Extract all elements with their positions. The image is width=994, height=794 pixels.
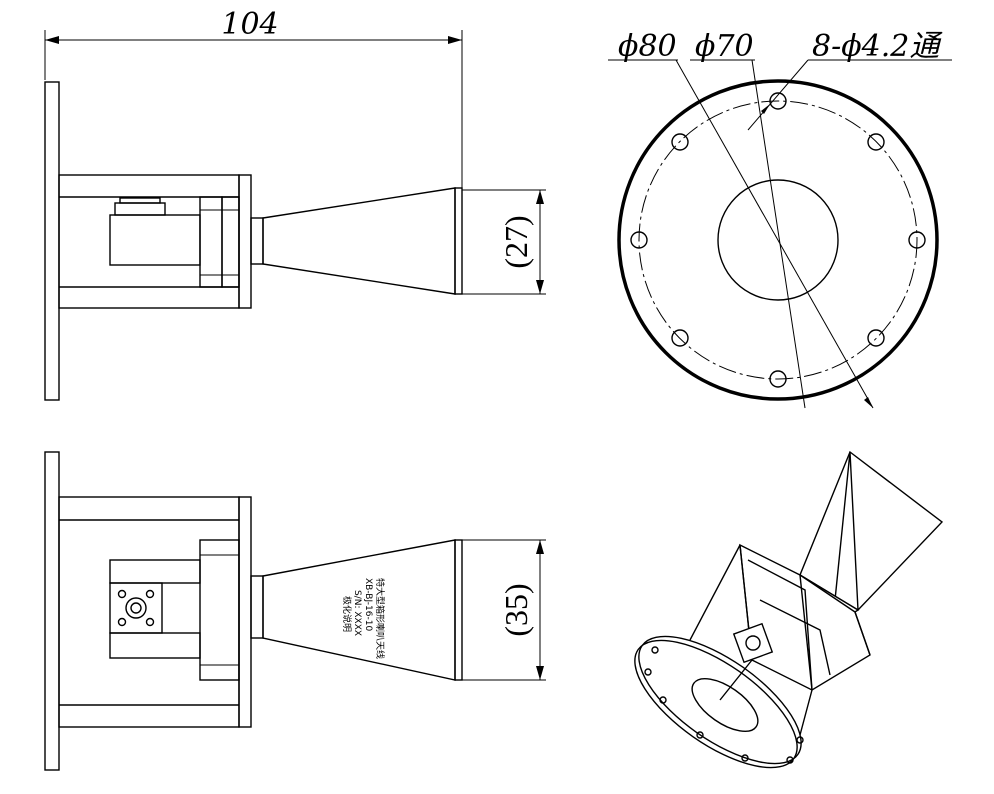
bolt-hole [671,329,689,347]
sma-connector [109,559,201,659]
bolt-hole [769,370,787,388]
dim-holes: 8-ϕ4.2通 [812,29,943,64]
bolt-hole [867,329,885,347]
center-bore [717,179,839,301]
isometric-view [634,450,944,769]
bolt-hole [908,231,926,249]
bolt-hole [630,231,648,249]
flange-outline [617,79,939,401]
label-line-1: 特大型箱形喇叭天线 [374,578,386,659]
bolt-hole [769,92,787,110]
dim-aperture-e: (27) [462,189,546,295]
dim-aperture-h-value: (35) [498,583,534,636]
label-line-4: 极化说明 [341,596,353,632]
dim-overall-length-value: 104 [221,7,278,42]
label-line-3: S/N: XXXX [352,590,362,636]
dim-aperture-e-value: (27) [498,215,534,268]
horn-e-plane [262,187,456,295]
front-view-flange: ϕ80 ϕ70 8-ϕ4.2通 [608,29,952,409]
side-view-bottom: 特大型箱形喇叭天线 XB-BJ-16-10 S/N: XXXX 极化说明 (35… [44,451,546,771]
dim-flange-od: ϕ80 [618,29,677,64]
dim-bolt-circle: ϕ70 [695,29,754,64]
bolt-holes [630,92,926,388]
flange-plate-2 [44,451,60,771]
bolt-circle [638,100,918,380]
housing-2 [58,496,240,728]
dim-overall-length: 104 [44,7,463,188]
iso-horn [799,450,944,611]
bolt-hole [671,133,689,151]
side-view-top: 104 (27) [44,7,546,401]
housing [58,174,240,309]
label-line-2: XB-BJ-16-10 [363,578,373,631]
connector-body [109,214,201,266]
dim-aperture-h: (35) [462,539,546,681]
bolt-hole [867,133,885,151]
iso-connector [732,622,774,664]
flange-plate [44,81,60,401]
horn-label: 特大型箱形喇叭天线 XB-BJ-16-10 S/N: XXXX 极化说明 [341,578,386,659]
iso-bore [691,677,759,733]
